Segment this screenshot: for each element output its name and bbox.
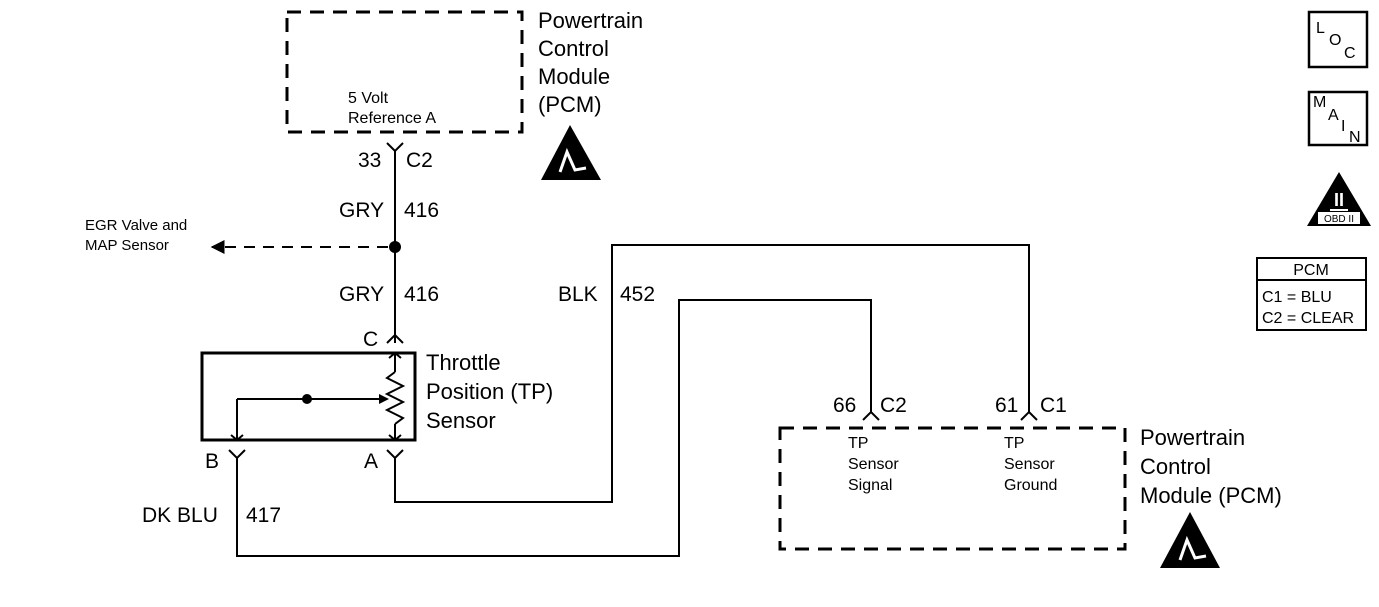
tp-terminal-b-label: B	[205, 450, 219, 473]
pcm-ground-label-line-2: Sensor	[1004, 456, 1055, 473]
pcm-bottom-title-line-2: Control	[1140, 454, 1211, 479]
splice-destination-line-2: MAP Sensor	[85, 237, 169, 254]
pcm-top-circuit-line-2: Reference A	[348, 110, 436, 127]
wire-lower-circuit: 416	[404, 283, 439, 306]
tp-sensor-title-line-3: Sensor	[426, 408, 496, 433]
tp-sensor-title-line-2: Position (TP)	[426, 379, 553, 404]
legend-row-c1: C1 = BLU	[1262, 289, 1332, 306]
main-letter-a: A	[1328, 107, 1339, 124]
tp-sensor-box	[200, 351, 417, 442]
tp-sensor-potentiometer	[230, 351, 406, 442]
pcm-signal-label-line-1: TP	[848, 435, 868, 452]
pcm-bottom-box	[778, 426, 1127, 551]
legend-row-c2: C2 = CLEAR	[1262, 310, 1354, 327]
pcm-bottom-signal-connector: C2	[880, 394, 907, 417]
wire-signal-color: DK BLU	[142, 504, 218, 527]
wire-ground-color: BLK	[558, 283, 598, 306]
loc-letter-o: O	[1329, 32, 1341, 49]
loc-letter-l: L	[1316, 20, 1325, 37]
pcm-ground-label-line-3: Ground	[1004, 477, 1057, 494]
esd-warning-icon	[541, 125, 601, 180]
tp-terminal-a-label: A	[364, 450, 378, 473]
pcm-top-title-line-3: Module	[538, 64, 610, 89]
esd-warning-icon	[1160, 512, 1220, 568]
pcm-bottom-ground-pin: 61	[995, 394, 1018, 417]
pcm-bottom-ground-connector-symbol	[1020, 410, 1038, 421]
obd-ii-label: OBD II	[1324, 214, 1354, 225]
wire-upper-color: GRY	[339, 199, 384, 222]
tp-terminal-b-symbol	[228, 449, 246, 460]
main-letter-n: N	[1349, 129, 1361, 146]
obd-ii-symbol: II	[1334, 190, 1344, 210]
pcm-bottom-signal-pin: 66	[833, 394, 856, 417]
pcm-connector-legend: PCM C1 = BLU C2 = CLEAR	[1256, 257, 1367, 331]
pcm-top-circuit-line-1: 5 Volt	[348, 90, 389, 107]
pcm-top-title-line-4: (PCM)	[538, 92, 602, 117]
pcm-top-connector-id: C2	[406, 149, 433, 172]
ground-wire	[394, 244, 1030, 503]
pcm-ground-label-line-1: TP	[1004, 435, 1024, 452]
wire-upper-circuit: 416	[404, 199, 439, 222]
pcm-signal-label-line-2: Sensor	[848, 456, 899, 473]
loc-letter-c: C	[1344, 45, 1356, 62]
main-nav-button[interactable]: M A I N	[1307, 90, 1369, 147]
pcm-signal-label-line-3: Signal	[848, 477, 892, 494]
obd-ii-nav-button[interactable]: II OBD II	[1307, 172, 1371, 226]
pcm-bottom-title-line-1: Powertrain	[1140, 425, 1245, 450]
pcm-top-title-line-1: Powertrain	[538, 8, 643, 33]
main-letter-i: I	[1341, 118, 1345, 135]
splice-dot	[389, 241, 401, 253]
wire-lower-color: GRY	[339, 283, 384, 306]
signal-wire	[236, 299, 872, 557]
tp-sensor-title-line-1: Throttle	[426, 350, 501, 375]
pcm-top-title-line-2: Control	[538, 36, 609, 61]
tp-terminal-c-symbol	[386, 333, 404, 344]
splice-destination-line-1: EGR Valve and	[85, 217, 187, 234]
pcm-bottom-title-line-3: Module (PCM)	[1140, 483, 1282, 508]
tp-terminal-c-label: C	[363, 328, 378, 351]
wire-signal-circuit: 417	[246, 504, 281, 527]
main-letter-m: M	[1313, 94, 1326, 111]
pcm-bottom-signal-connector-symbol	[862, 410, 880, 421]
pcm-top-pin-number: 33	[358, 149, 381, 172]
loc-nav-button[interactable]: L O C	[1307, 10, 1369, 69]
pcm-top-box	[285, 10, 524, 134]
pcm-bottom-ground-connector: C1	[1040, 394, 1067, 417]
pcm-top-connector-symbol	[386, 142, 404, 153]
legend-title: PCM	[1293, 262, 1329, 279]
wire-ground-circuit: 452	[620, 283, 655, 306]
tp-terminal-a-symbol	[386, 449, 404, 460]
